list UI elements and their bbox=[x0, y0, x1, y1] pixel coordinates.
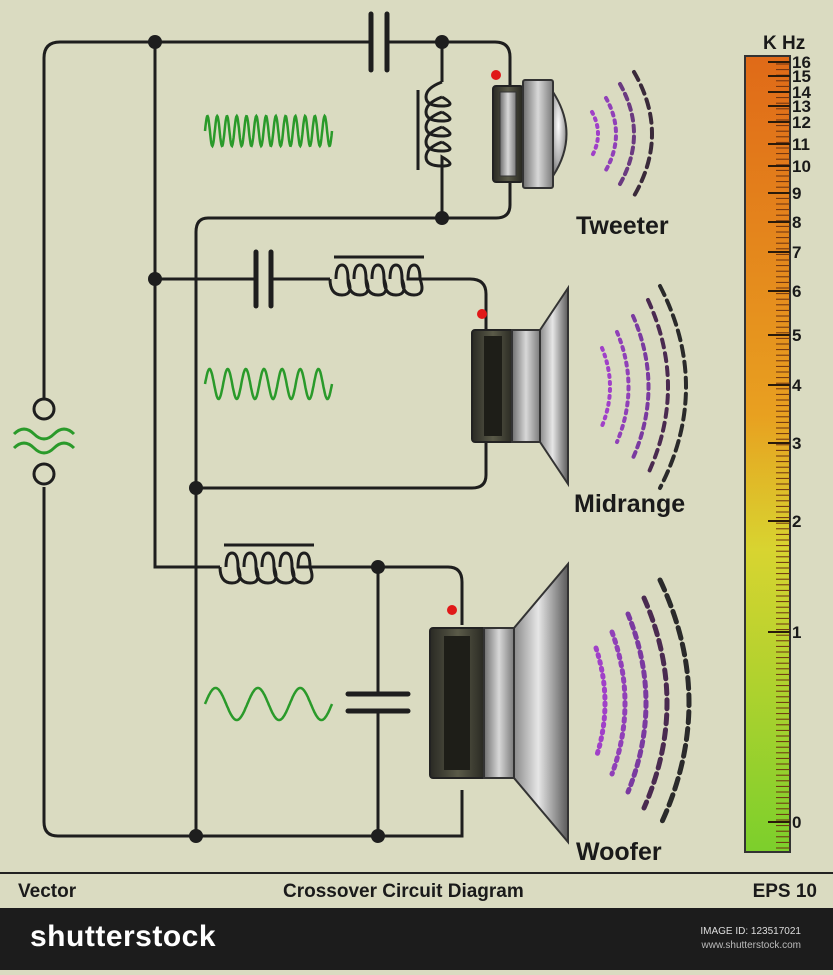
tweeter-sound-waves bbox=[590, 70, 654, 198]
scale-label-15: 15 bbox=[792, 67, 811, 86]
woofer-sound-waves bbox=[593, 577, 692, 829]
scale-label-1: 1 bbox=[792, 623, 801, 642]
tweeter-inductor bbox=[416, 80, 452, 175]
tweeter-speaker bbox=[491, 70, 568, 189]
scale-label-4: 4 bbox=[792, 376, 802, 395]
woofer-label: Woofer bbox=[576, 838, 662, 866]
watermark-site: www.shutterstock.com bbox=[701, 940, 801, 951]
frequency-scale-bar bbox=[744, 55, 791, 853]
watermark-bar: shutterstock IMAGE ID: 123517021 www.shu… bbox=[0, 908, 833, 970]
footer-left-text: Vector bbox=[18, 881, 77, 902]
circuit-wires bbox=[42, 40, 512, 838]
tweeter-label: Tweeter bbox=[576, 212, 669, 240]
junction-dots bbox=[148, 35, 449, 843]
high-frequency-waveform bbox=[203, 113, 334, 149]
scale-unit-label: K Hz bbox=[763, 33, 805, 54]
scale-minor-ticks bbox=[776, 63, 790, 849]
woofer-speaker bbox=[429, 561, 569, 845]
scale-label-0: 0 bbox=[792, 813, 801, 832]
midrange-speaker bbox=[471, 284, 569, 488]
low-frequency-waveform bbox=[203, 686, 334, 722]
scale-label-16: 16 bbox=[792, 53, 811, 72]
watermark-logo: shutterstock bbox=[30, 920, 217, 953]
scale-label-2: 2 bbox=[792, 512, 801, 531]
scale-label-12: 12 bbox=[792, 113, 811, 132]
scale-label-9: 9 bbox=[792, 184, 801, 203]
scale-label-6: 6 bbox=[792, 282, 801, 301]
scale-label-5: 5 bbox=[792, 326, 801, 345]
scale-label-3: 3 bbox=[792, 434, 801, 453]
scale-label-13: 13 bbox=[792, 97, 811, 116]
mid-frequency-waveform bbox=[203, 367, 334, 401]
scale-label-7: 7 bbox=[792, 243, 801, 262]
scale-label-11: 11 bbox=[792, 135, 810, 154]
image-id: IMAGE ID: 123517021 bbox=[700, 926, 801, 937]
scale-label-10: 10 bbox=[792, 157, 811, 176]
footer-title: Crossover Circuit Diagram bbox=[283, 881, 524, 902]
midrange-capacitor bbox=[253, 249, 274, 309]
midrange-inductor bbox=[328, 255, 428, 297]
woofer-inductor bbox=[218, 543, 318, 585]
scale-label-8: 8 bbox=[792, 213, 801, 232]
tweeter-capacitor bbox=[368, 11, 390, 73]
ac-source bbox=[12, 397, 76, 486]
woofer-capacitor bbox=[345, 691, 411, 714]
footer-right-text: EPS 10 bbox=[752, 881, 817, 902]
midrange-sound-waves bbox=[600, 284, 688, 490]
scale-label-14: 14 bbox=[792, 83, 811, 102]
midrange-label: Midrange bbox=[574, 490, 685, 518]
footer-bar: Vector Crossover Circuit Diagram EPS 10 bbox=[0, 872, 833, 910]
